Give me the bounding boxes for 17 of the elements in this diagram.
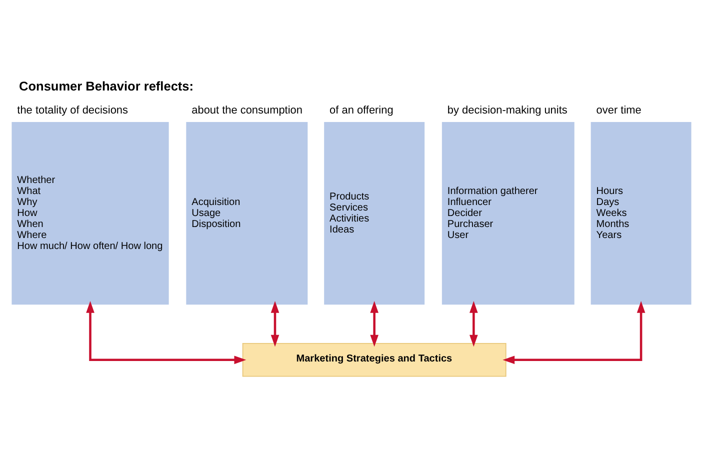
- diagram-title: Consumer Behavior reflects:: [19, 78, 194, 94]
- node-box: Information gatherer Influencer Decider Purchaser User: [442, 121, 574, 304]
- arrow: [470, 300, 478, 346]
- node-label: about the consumption: [192, 104, 302, 116]
- node-box: Acquisition Usage Disposition: [186, 121, 308, 304]
- arrow: [370, 300, 378, 346]
- node-label: over time: [596, 104, 642, 116]
- arrow: [270, 300, 280, 346]
- node-box: Marketing Strategies and Tactics: [242, 342, 506, 376]
- node-label: the totality of decisions: [17, 104, 128, 116]
- arrow: [502, 300, 646, 364]
- arrow: [86, 300, 246, 364]
- node-label: of an offering: [330, 104, 394, 116]
- node-box: Hours Days Weeks Months Years: [590, 121, 692, 304]
- node-box: Whether What Why How When Where How much/ How often/ How long: [12, 121, 169, 304]
- node-label: by decision-making units: [447, 104, 568, 116]
- node-box: Products Services Activities Ideas: [324, 121, 425, 304]
